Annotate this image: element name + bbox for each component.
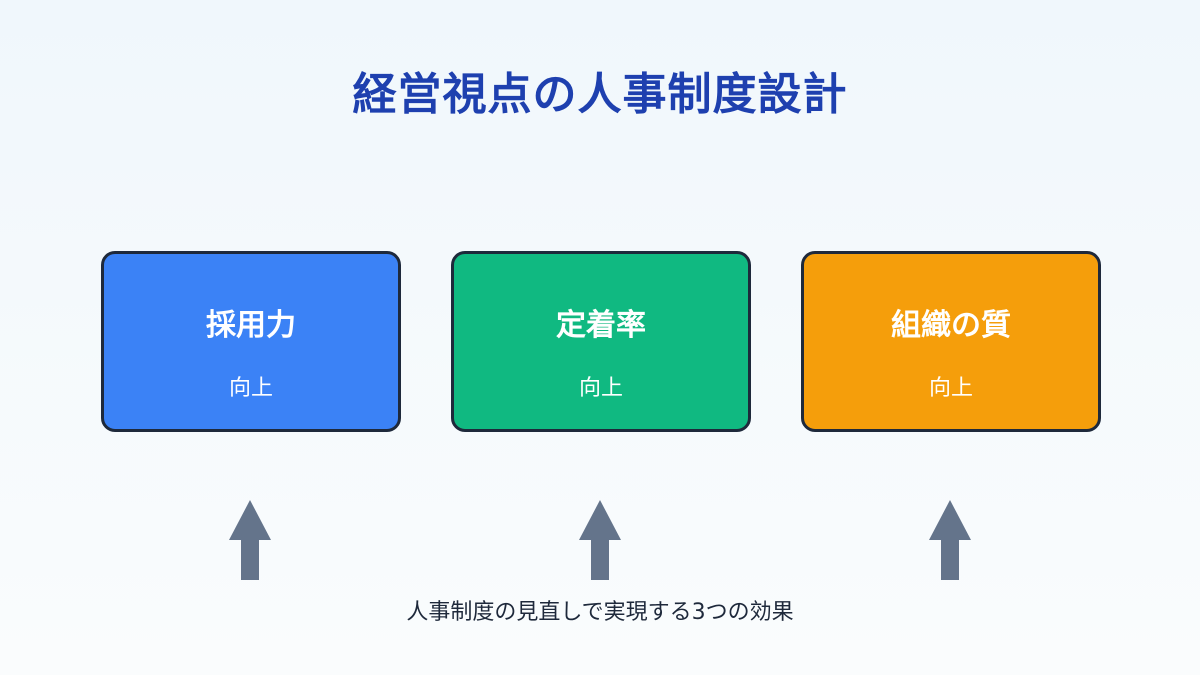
card-retention: 定着率 向上 <box>451 251 751 432</box>
card-subtext: 向上 <box>578 376 623 401</box>
page-title: 経営視点の人事制度設計 <box>352 69 848 120</box>
up-arrow-icon <box>579 500 621 580</box>
card-heading: 採用力 <box>206 308 296 343</box>
up-arrow-icon <box>929 500 971 580</box>
card-heading: 定着率 <box>556 308 646 343</box>
card-org-quality: 組織の質 向上 <box>801 251 1101 432</box>
card-recruiting: 採用力 向上 <box>101 251 401 432</box>
up-arrow-icon <box>229 500 271 580</box>
card-heading: 組織の質 <box>891 308 1011 343</box>
card-subtext: 向上 <box>228 376 273 401</box>
caption: 人事制度の見直しで実現する3つの効果 <box>406 600 794 625</box>
card-subtext: 向上 <box>928 376 973 401</box>
